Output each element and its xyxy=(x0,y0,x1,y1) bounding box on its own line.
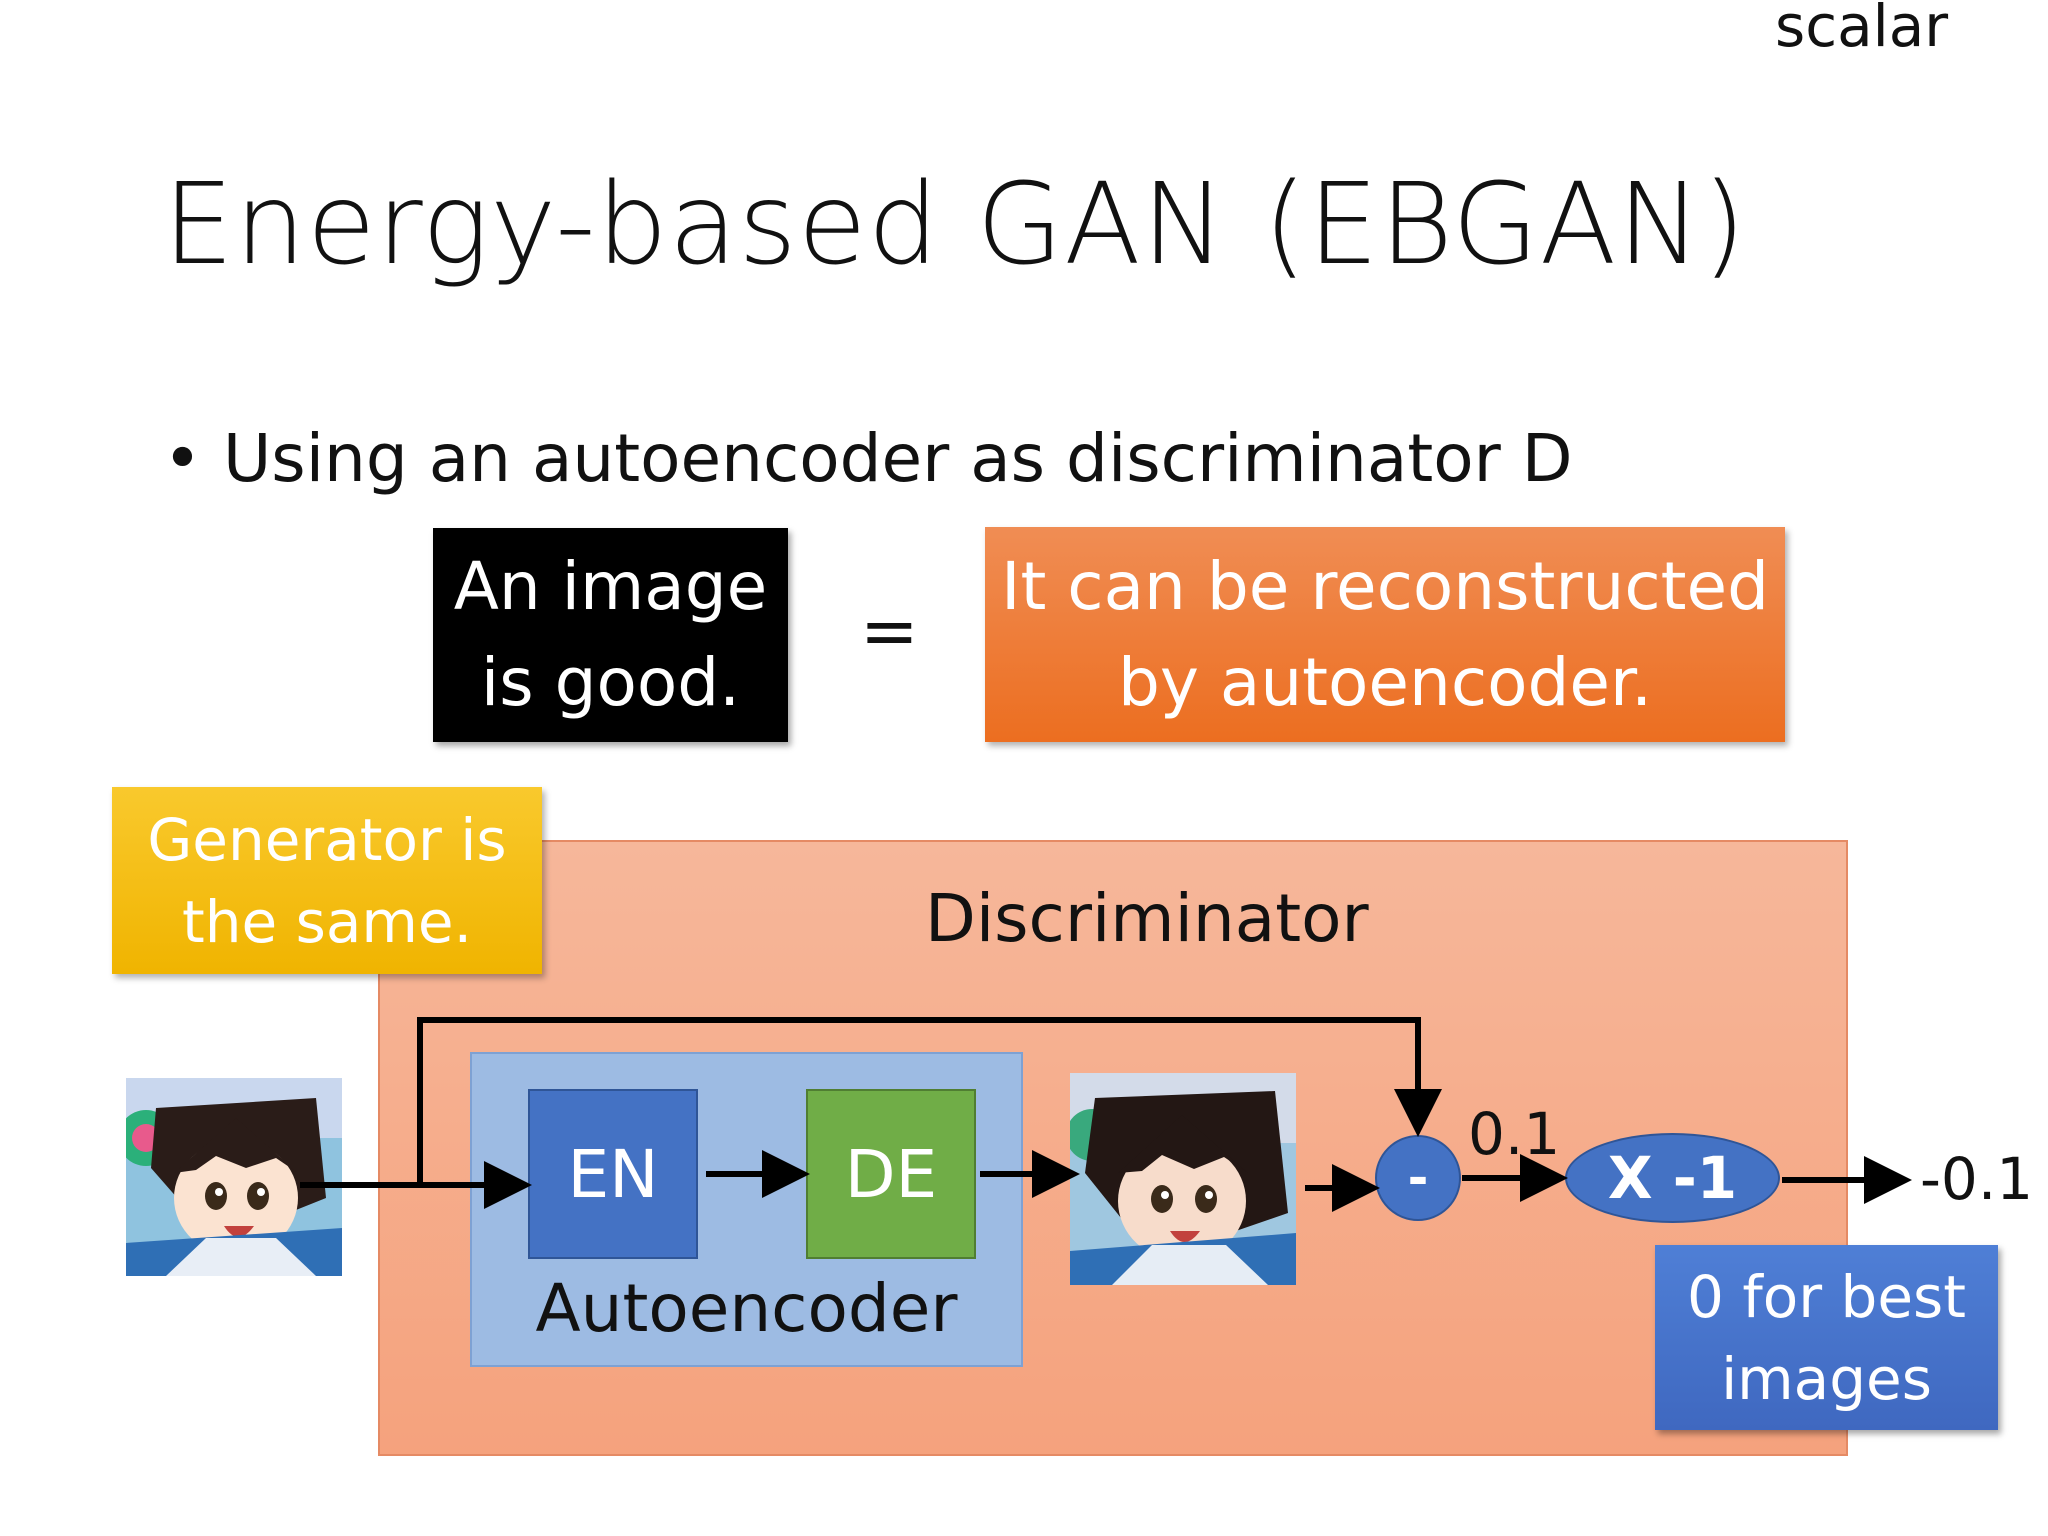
best-images-line2: images xyxy=(1721,1344,1932,1413)
anime-input-image xyxy=(126,1078,342,1276)
generator-note-line2: the same. xyxy=(182,887,472,956)
decoder-label: DE xyxy=(844,1135,938,1213)
anime-reconstructed-image xyxy=(1070,1073,1296,1285)
diff-value: 0.1 xyxy=(1468,1100,1561,1168)
encoder-block: EN xyxy=(528,1089,698,1259)
equals-sign: = xyxy=(860,590,919,672)
multiply-label: X -1 xyxy=(1607,1144,1738,1212)
reconstructed-line1: It can be reconstructed xyxy=(1000,547,1770,625)
image-is-good-line1: An image xyxy=(453,548,768,625)
slide-title: Energy-based GAN (EBGAN) xyxy=(163,160,1747,290)
discriminator-label: Discriminator xyxy=(925,880,1369,957)
bullet-marker: • xyxy=(163,420,202,497)
image-is-good-line2: is good. xyxy=(480,644,741,721)
best-images-note-box: 0 for best images xyxy=(1655,1245,1998,1430)
bullet-text: Using an autoencoder as discriminator D xyxy=(223,420,1573,497)
reconstructed-line2: by autoencoder. xyxy=(1117,643,1653,721)
image-is-good-box: An image is good. xyxy=(433,528,788,742)
decoder-block: DE xyxy=(806,1089,976,1259)
generator-note-line1: Generator is xyxy=(147,805,507,874)
autoencoder-label: Autoencoder xyxy=(535,1270,958,1347)
generator-note-box: Generator is the same. xyxy=(112,787,542,974)
output-value: -0.1 xyxy=(1920,1145,2034,1213)
corner-label: scalar xyxy=(1775,0,1949,60)
reconstructed-box: It can be reconstructed by autoencoder. xyxy=(985,527,1785,742)
encoder-label: EN xyxy=(567,1135,659,1213)
multiply-node: X -1 xyxy=(1565,1133,1780,1223)
subtract-label: - xyxy=(1407,1149,1429,1207)
bullet-point: • Using an autoencoder as discriminator D xyxy=(163,420,1573,497)
subtract-node: - xyxy=(1375,1135,1461,1221)
best-images-line1: 0 for best xyxy=(1687,1262,1966,1331)
